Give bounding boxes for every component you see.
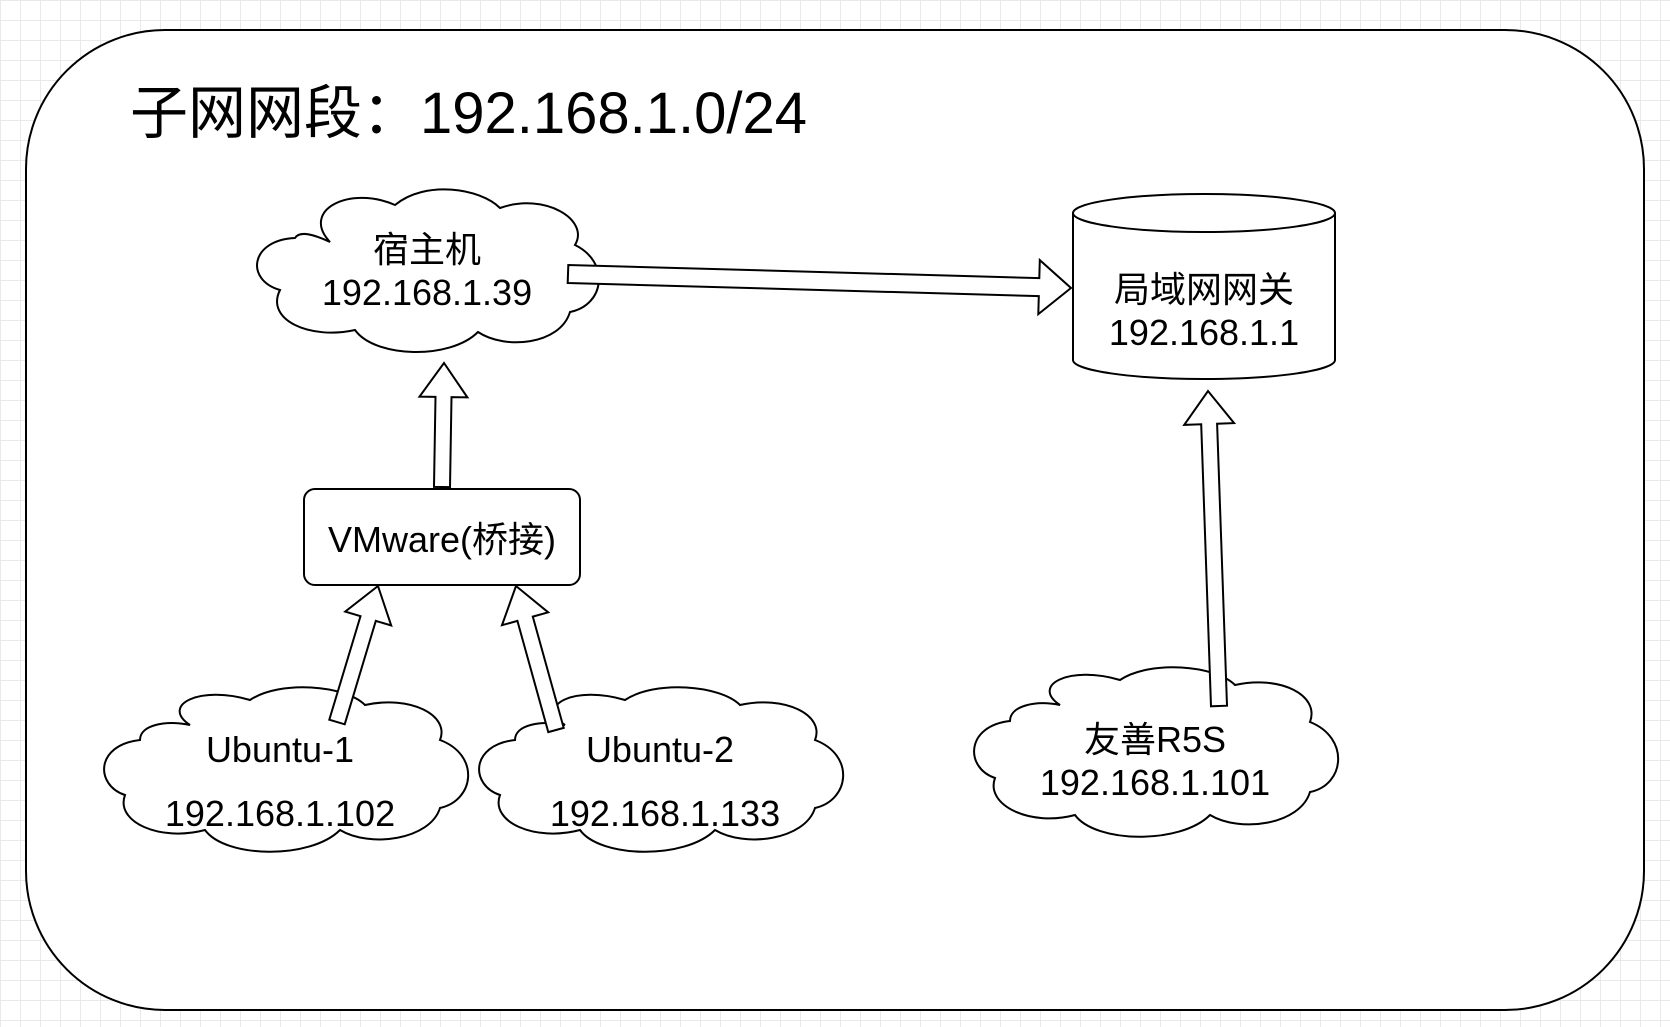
host-cloud: [256, 188, 600, 353]
r5s-ip: 192.168.1.101: [1039, 762, 1271, 804]
gateway-label: 局域网网关 192.168.1.1: [1073, 268, 1335, 354]
vmware-label: VMware(桥接): [327, 519, 556, 560]
host-label: 宿主机 192.168.1.39: [292, 228, 562, 314]
ubuntu2-ip: 192.168.1.133: [549, 793, 781, 834]
gateway-cylinder: [1072, 193, 1336, 380]
r5s-label: 友善R5S 192.168.1.101: [1010, 718, 1300, 804]
gateway-name: 局域网网关: [1113, 269, 1294, 310]
vmware-box: VMware(桥接): [303, 488, 581, 586]
r5s-name: 友善R5S: [1083, 719, 1227, 760]
arrow-ubuntu2-to-vmware: [500, 584, 565, 734]
arrow-r5s-to-gateway: [1182, 389, 1237, 708]
ubuntu2-name: Ubuntu-2: [585, 729, 735, 770]
arrow-vmware-to-host: [417, 361, 470, 489]
ubuntu1-name: Ubuntu-1: [205, 729, 355, 770]
gateway-ip: 192.168.1.1: [1108, 312, 1300, 354]
subnet-title: 子网网段：192.168.1.0/24: [130, 81, 808, 146]
arrow-host-to-gateway: [566, 257, 1073, 317]
host-ip: 192.168.1.39: [321, 272, 533, 314]
host-name: 宿主机: [372, 229, 481, 270]
ubuntu1-cloud: [103, 686, 470, 853]
arrow-ubuntu1-to-vmware: [328, 584, 393, 726]
r5s-cloud: [973, 666, 1340, 838]
ubuntu1-ip: 192.168.1.102: [164, 793, 396, 834]
ubuntu2-cloud: [478, 686, 845, 853]
